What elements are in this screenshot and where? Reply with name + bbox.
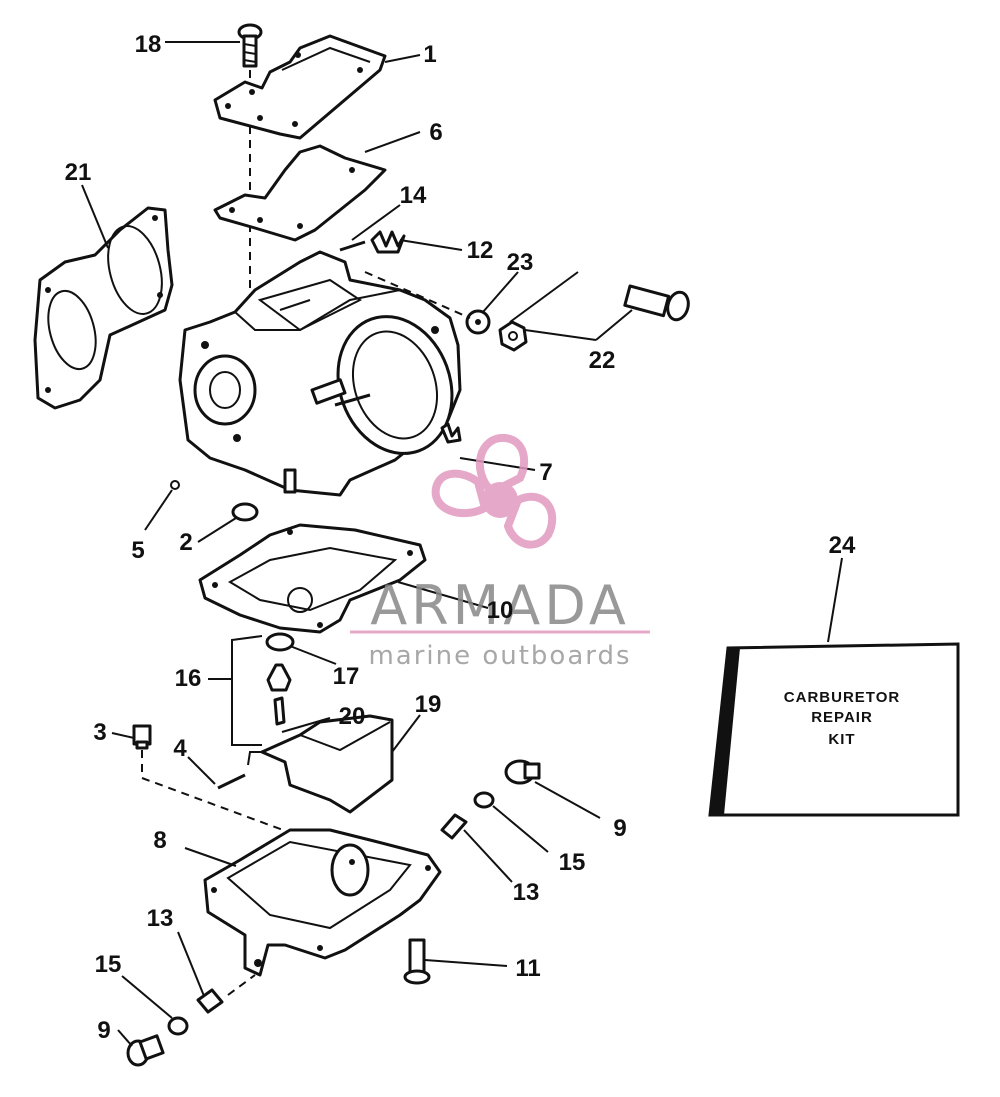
part-7-spring <box>440 422 462 444</box>
propeller-logo <box>431 434 557 549</box>
callout-9-right: 9 <box>613 815 626 842</box>
part-15-washer-right <box>473 791 495 809</box>
part-18-screw <box>237 23 263 68</box>
part-14-pin <box>339 240 366 252</box>
part-15-washer-left <box>167 1016 189 1036</box>
part-22-screw <box>623 284 690 322</box>
alignment-line-13 <box>227 974 256 996</box>
part-8-float-bowl <box>203 828 442 977</box>
callout-23: 23 <box>507 249 534 276</box>
callout-21: 21 <box>65 159 92 186</box>
part-1-cover-plate <box>213 34 387 140</box>
callout-15-right: 15 <box>559 849 586 876</box>
callout-13-right: 13 <box>513 879 540 906</box>
part-10-bowl-gasket <box>198 523 427 634</box>
callout-7: 7 <box>539 459 552 486</box>
alignment-line-12 <box>364 271 471 319</box>
carburetor-body <box>178 250 462 497</box>
part-4-pin <box>217 773 246 790</box>
callout-19: 19 <box>415 691 442 718</box>
callout-10: 10 <box>487 597 514 624</box>
callout-22: 22 <box>589 347 616 374</box>
callout-11: 11 <box>515 955 540 982</box>
callout-3: 3 <box>93 719 106 746</box>
kit-label-line-1: CARBURETOR <box>784 689 900 706</box>
callout-9-left: 9 <box>97 1017 110 1044</box>
needle-valve-seat <box>266 663 292 692</box>
kit-label-line-3: KIT <box>828 731 855 748</box>
part-9-screw-left <box>126 1034 165 1067</box>
callout-12: 12 <box>467 237 494 264</box>
armada-watermark: ARMADA marine outboards <box>350 434 650 671</box>
callout-24: 24 <box>829 532 856 559</box>
callout-1: 1 <box>423 41 436 68</box>
callout-13-left: 13 <box>147 905 174 932</box>
part-19-float <box>247 714 394 814</box>
callout-17: 17 <box>333 663 360 690</box>
leader-lines <box>81 41 843 1047</box>
part-24-repair-kit-box: CARBURETOR REPAIR KIT <box>708 642 960 817</box>
callout-8: 8 <box>153 827 166 854</box>
part-22-nut <box>498 320 528 352</box>
part-20-clip <box>273 696 286 726</box>
callout-5: 5 <box>131 537 144 564</box>
callout-20: 20 <box>339 703 366 730</box>
part-11-screw <box>403 938 431 985</box>
callout-18: 18 <box>135 31 162 58</box>
callout-6: 6 <box>429 119 442 146</box>
part-12-spring <box>370 230 406 254</box>
bracket-16 <box>231 635 263 746</box>
callout-15-left: 15 <box>95 951 122 978</box>
kit-label-line-2: REPAIR <box>811 709 873 726</box>
part-21-flange-gasket <box>33 206 174 410</box>
part-3-plug <box>132 724 152 750</box>
part-2-disc <box>231 502 259 522</box>
alignment-line-3b <box>141 777 311 841</box>
part-17-o-ring <box>265 632 295 652</box>
part-6-gasket <box>213 144 387 242</box>
part-5-ball <box>170 480 180 490</box>
part-13-jet-right <box>440 813 468 840</box>
callout-2: 2 <box>179 529 192 556</box>
callout-16: 16 <box>175 665 202 692</box>
callout-14: 14 <box>400 182 427 209</box>
part-23-lock-washer <box>465 309 491 335</box>
part-9-screw-right <box>504 759 541 785</box>
part-13-jet-left <box>196 988 224 1014</box>
watermark-tagline: marine outboards <box>368 641 631 671</box>
callout-4: 4 <box>173 735 187 762</box>
watermark-brand: ARMADA <box>370 574 630 637</box>
callout-labels: 18 1 6 21 14 12 23 22 7 5 2 24 10 17 16 … <box>65 31 856 1044</box>
